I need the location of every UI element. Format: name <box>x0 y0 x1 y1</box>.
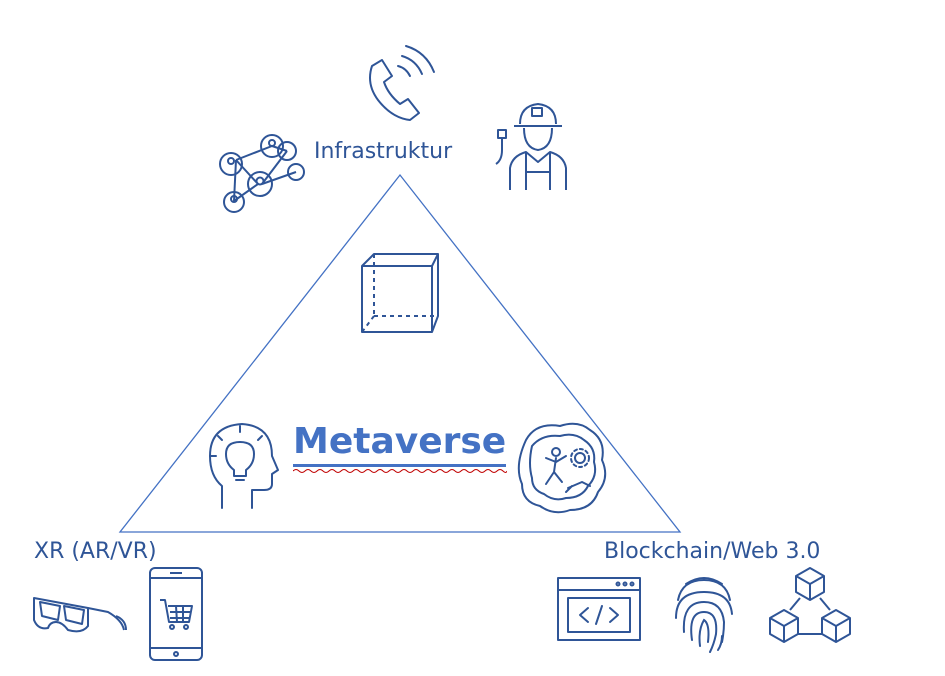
engineer-icon <box>495 103 567 190</box>
idea-head-icon <box>209 423 279 509</box>
corner-label-infrastruktur: Infrastruktur <box>314 139 453 164</box>
mobile-shopping-icon <box>149 567 203 661</box>
blockchain-icon <box>769 567 851 643</box>
spellcheck-underline <box>293 469 507 473</box>
diagram-title: Metaverse <box>293 421 507 462</box>
cube-icon <box>361 253 439 333</box>
3d-glasses-icon <box>33 597 127 633</box>
metaverse-triangle <box>118 173 682 533</box>
title-underline <box>293 464 506 467</box>
corner-label-xr: XR (AR/VR) <box>34 539 157 564</box>
social-network-icon <box>219 134 305 213</box>
avatar-world-icon <box>517 422 607 514</box>
web-code-icon <box>557 577 641 641</box>
fingerprint-icon <box>675 577 733 653</box>
phone-ringing-icon <box>369 45 435 121</box>
corner-label-blockchain: Blockchain/Web 3.0 <box>604 539 821 564</box>
